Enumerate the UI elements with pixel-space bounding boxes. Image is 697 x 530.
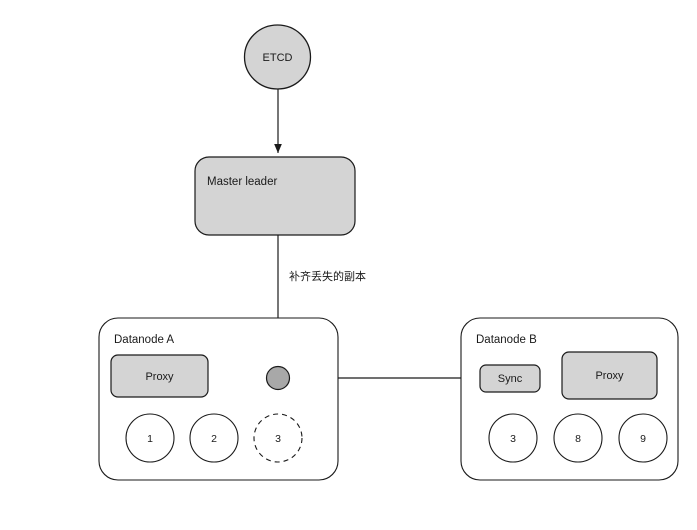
datanode-b-sync-box[interactable]: Sync — [479, 364, 541, 393]
datanode-a-replica-3-label: 3 — [275, 433, 281, 445]
datanode-a-replica-3[interactable]: 3 — [253, 413, 303, 463]
datanode-b-replica-8[interactable]: 8 — [553, 413, 603, 463]
datanode-b-replica-3-circle[interactable] — [488, 413, 538, 463]
datanode-b-proxy-box[interactable]: Proxy — [561, 351, 658, 400]
master-leader-label: Master leader — [207, 176, 277, 188]
master-leader-node[interactable]: Master leader — [194, 156, 356, 236]
datanode-b-proxy-rect[interactable] — [561, 351, 658, 400]
datanode-b-proxy-label: Proxy — [595, 370, 624, 382]
datanode-b-replica-3-label: 3 — [510, 433, 516, 445]
datanode-a-replica-3-circle-dashed[interactable] — [253, 413, 303, 463]
master-leader-rect[interactable] — [194, 156, 356, 236]
datanode-a-proxy-label: Proxy — [145, 371, 174, 383]
datanode-a-label: Datanode A — [114, 334, 174, 346]
datanode-a-replica-1-label: 1 — [147, 433, 153, 445]
datanode-a-replica-2[interactable]: 2 — [189, 413, 239, 463]
datanode-b-replica-9[interactable]: 9 — [618, 413, 668, 463]
datanode-b-replica-9-label: 9 — [640, 433, 646, 445]
datanode-b-replica-8-label: 8 — [575, 433, 581, 445]
datanode-a-proxy-rect[interactable] — [110, 354, 209, 398]
datanode-b-label: Datanode B — [476, 334, 537, 346]
datanode-b-replica-3[interactable]: 3 — [488, 413, 538, 463]
datanode-b-sync-rect[interactable] — [479, 364, 541, 393]
panel-datanode-b: Datanode B Sync Proxy 3 8 9 — [460, 317, 679, 481]
edge-label-restore-missing-replicas: 补齐丢失的副本 — [289, 269, 366, 283]
datanode-a-replica-2-circle[interactable] — [189, 413, 239, 463]
datanode-a-replica-1[interactable]: 1 — [125, 413, 175, 463]
datanode-a-proxy-box[interactable]: Proxy — [110, 354, 209, 398]
etcd-ellipse[interactable] — [243, 24, 312, 90]
datanode-a-replica-2-label: 2 — [211, 433, 217, 445]
datanode-b-sync-label: Sync — [498, 373, 523, 385]
datanode-b-replica-8-circle[interactable] — [553, 413, 603, 463]
datanode-a-transfer-dot[interactable] — [265, 365, 291, 391]
etcd-label: ETCD — [263, 52, 293, 64]
datanode-a-replica-1-circle[interactable] — [125, 413, 175, 463]
etcd-node[interactable]: ETCD — [243, 24, 312, 90]
panel-datanode-a: Datanode A Proxy 1 2 3 — [98, 317, 339, 481]
datanode-b-replica-9-circle[interactable] — [618, 413, 668, 463]
